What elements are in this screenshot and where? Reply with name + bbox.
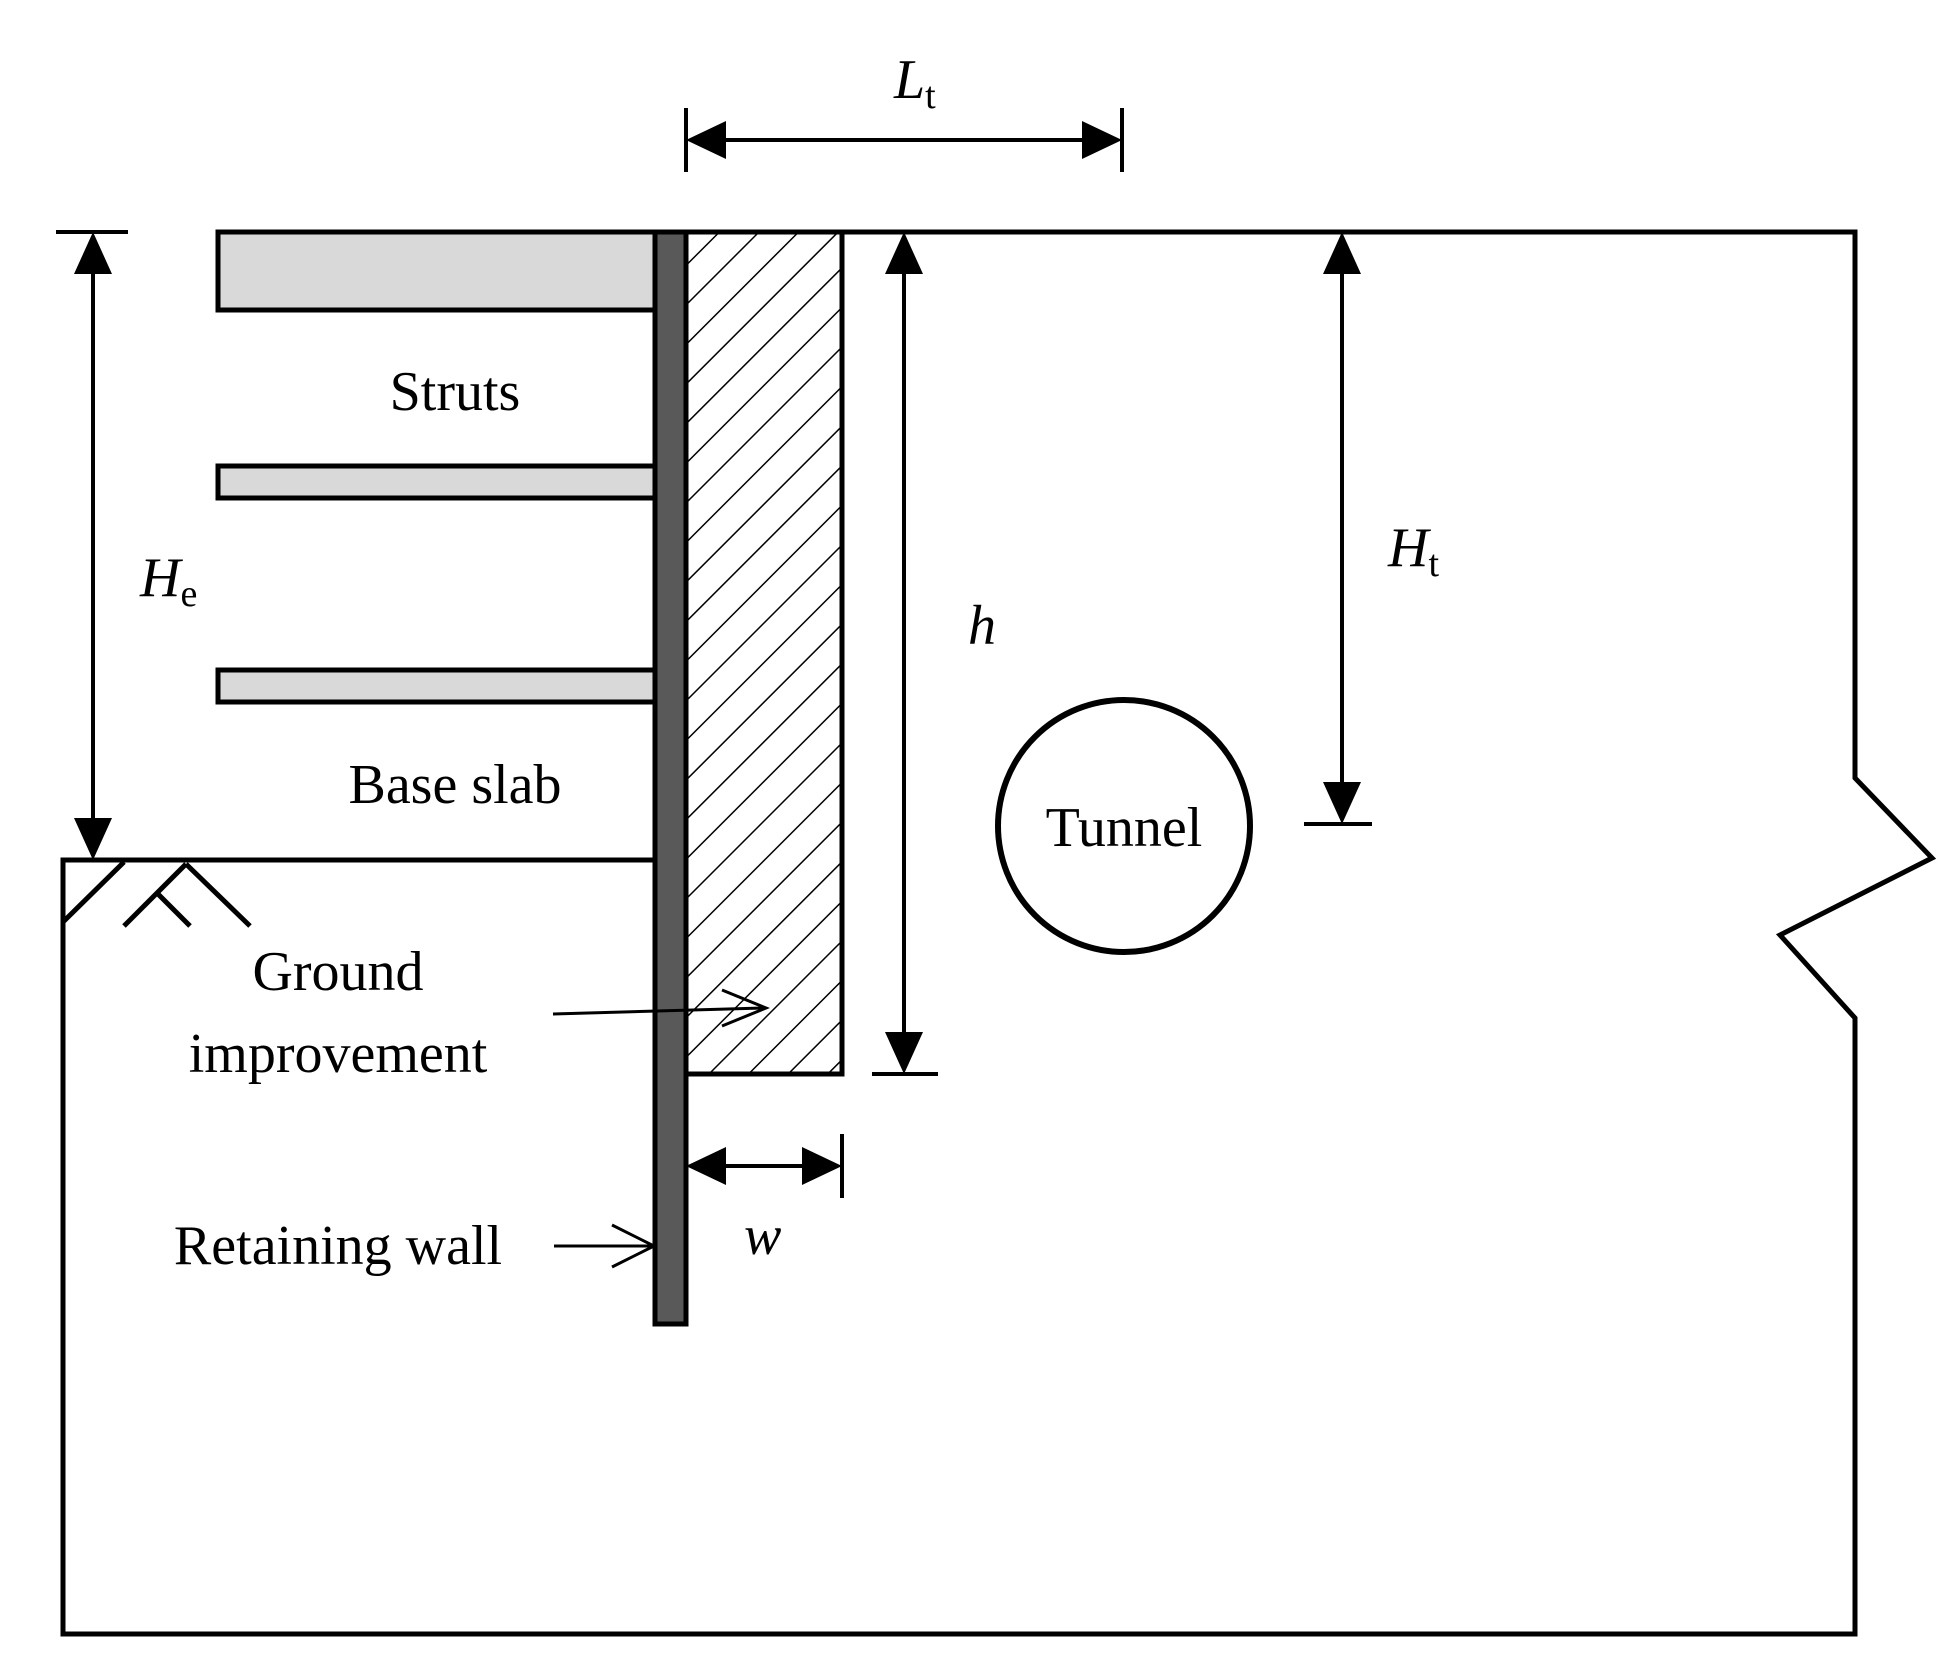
dimension-ht <box>1304 232 1372 826</box>
strut-top <box>215 229 658 313</box>
dimension-he <box>56 230 128 860</box>
tunnel-label: Tunnel <box>1046 797 1203 859</box>
base-slab-label: Base slab <box>348 754 561 816</box>
dimension-h <box>872 232 938 1076</box>
retaining-wall-label: Retaining wall <box>174 1215 502 1277</box>
soil-boundary <box>60 229 1937 1637</box>
w-label: w <box>744 1205 781 1267</box>
retaining-wall <box>652 229 689 1327</box>
he-label: He <box>139 547 197 615</box>
ground-symbol <box>61 860 252 928</box>
ground-improvement-label-line2: improvement <box>189 1023 488 1085</box>
ground-improvement-leader <box>552 988 770 1028</box>
struts-label: Struts <box>390 361 521 423</box>
strut-middle <box>215 463 658 501</box>
strut-lower <box>215 667 658 705</box>
ground-improvement-zone <box>683 229 845 1077</box>
dimension-w <box>686 1134 844 1198</box>
ht-label: Ht <box>1387 517 1439 585</box>
retaining-wall-leader <box>554 1223 658 1269</box>
dimension-lt <box>684 108 1124 172</box>
ground-improvement-label-line1: Ground <box>252 941 423 1003</box>
tunnel-circle <box>995 697 1253 955</box>
lt-label: Lt <box>893 49 936 117</box>
h-label: h <box>968 595 996 657</box>
